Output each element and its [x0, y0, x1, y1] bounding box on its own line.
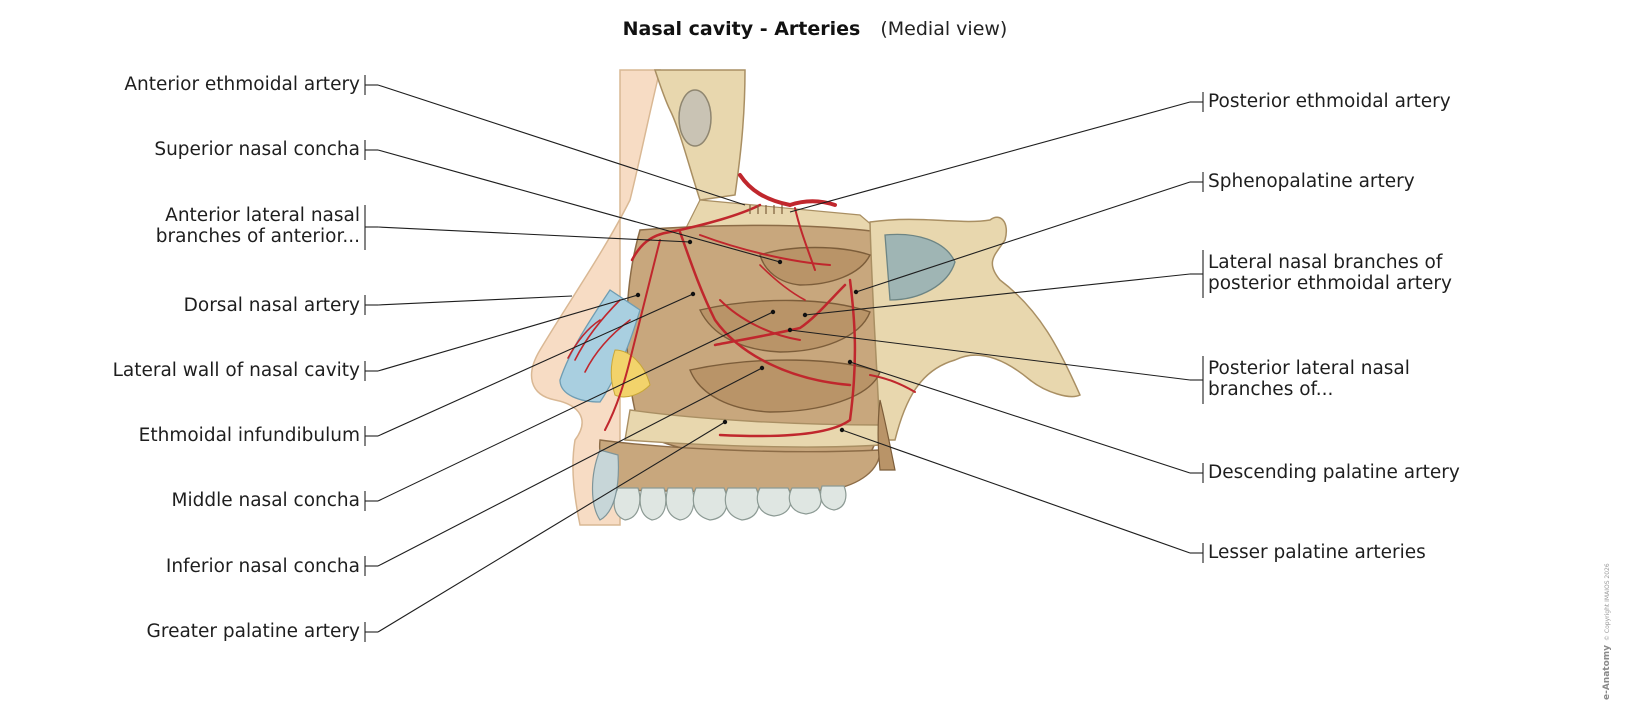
left-leaders: [364, 75, 781, 642]
sphenoid-sinus: [884, 233, 956, 301]
watermark: e-Anatomy© Copyright IMAIOS 2026: [1602, 563, 1612, 700]
arteries: [567, 173, 916, 438]
diagram-title: Nasal cavity - Arteries: [622, 18, 861, 40]
pointer-dots: [635, 239, 859, 433]
label-lateral-wall-nasal-cavity: Lateral wall of nasal cavity: [112, 360, 360, 381]
label-sphenopalatine-artery: Sphenopalatine artery: [1208, 171, 1415, 192]
label-ethmoidal-infundibulum: Ethmoidal infundibulum: [138, 425, 360, 446]
nasal-mucosa: [559, 289, 641, 403]
label-lesser-palatine-arteries: Lesser palatine arteries: [1208, 542, 1426, 563]
diagram-subtitle: (Medial view): [880, 18, 1008, 40]
incisor: [591, 449, 620, 521]
label-posterior-ethmoidal-artery: Posterior ethmoidal artery: [1208, 91, 1451, 112]
label-anterior-ethmoidal-artery: Anterior ethmoidal artery: [124, 74, 360, 95]
label-descending-palatine-artery: Descending palatine artery: [1208, 462, 1460, 483]
pterygoid-plate: [877, 399, 896, 471]
label-superior-nasal-concha: Superior nasal concha: [154, 139, 360, 160]
teeth: [613, 485, 847, 521]
label-greater-palatine-artery: Greater palatine artery: [146, 621, 360, 642]
frontal-sinus: [678, 89, 712, 147]
cribriform-plate: [749, 205, 783, 214]
label-dorsal-nasal-artery: Dorsal nasal artery: [183, 295, 360, 316]
label-inferior-nasal-concha: Inferior nasal concha: [165, 556, 360, 577]
right-leaders: [789, 92, 1204, 563]
label-middle-nasal-concha: Middle nasal concha: [171, 490, 361, 511]
diagram-title-bar: Nasal cavity - Arteries (Medial view): [0, 18, 1630, 40]
